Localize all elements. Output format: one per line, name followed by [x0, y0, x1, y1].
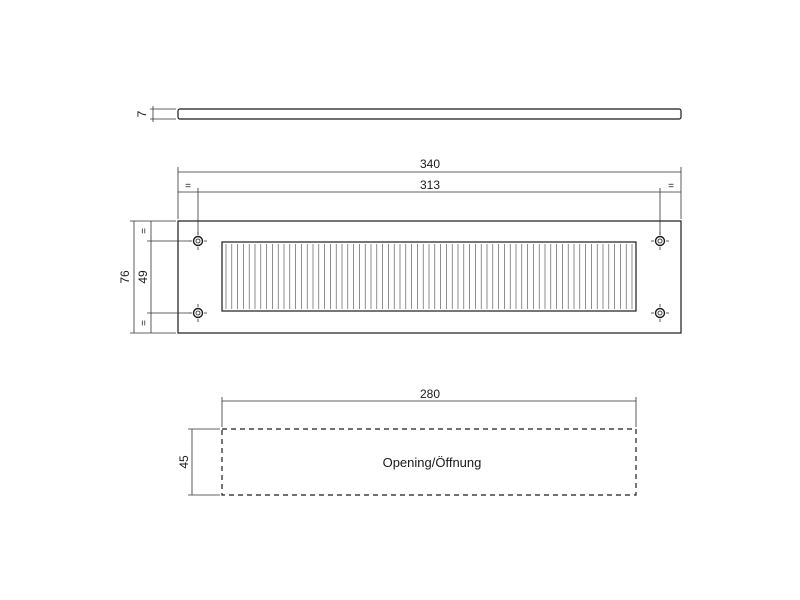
slot-frame	[221, 241, 637, 312]
screw-holes	[189, 232, 669, 322]
opening-outline	[221, 428, 637, 496]
side-view: 7	[135, 106, 682, 122]
front-view: 340 313 = = 76 49 = =	[118, 157, 682, 334]
thickness-dim: 7	[135, 110, 149, 117]
equal-mark-left: =	[185, 181, 191, 192]
equal-mark-bottom: =	[139, 320, 150, 326]
opening-view: Opening/Öffnung 280 45	[177, 387, 637, 496]
side-profile	[177, 108, 682, 120]
screw-spacing-vertical-dim: 49	[136, 270, 150, 284]
opening-height-dim: 45	[177, 455, 191, 469]
screw-spacing-horizontal-dim: 313	[420, 178, 440, 192]
opening-label: Opening/Öffnung	[383, 455, 482, 470]
screw-hole	[651, 232, 669, 250]
opening-width-dim: 280	[420, 387, 440, 401]
screw-hole	[651, 304, 669, 322]
screw-hole	[189, 304, 207, 322]
overall-height-dim: 76	[118, 270, 132, 284]
face-plate	[177, 220, 682, 334]
equal-mark-right: =	[668, 181, 674, 192]
overall-width-dim: 340	[420, 157, 440, 171]
slot-slats	[225, 244, 633, 309]
equal-mark-top: =	[139, 228, 150, 234]
